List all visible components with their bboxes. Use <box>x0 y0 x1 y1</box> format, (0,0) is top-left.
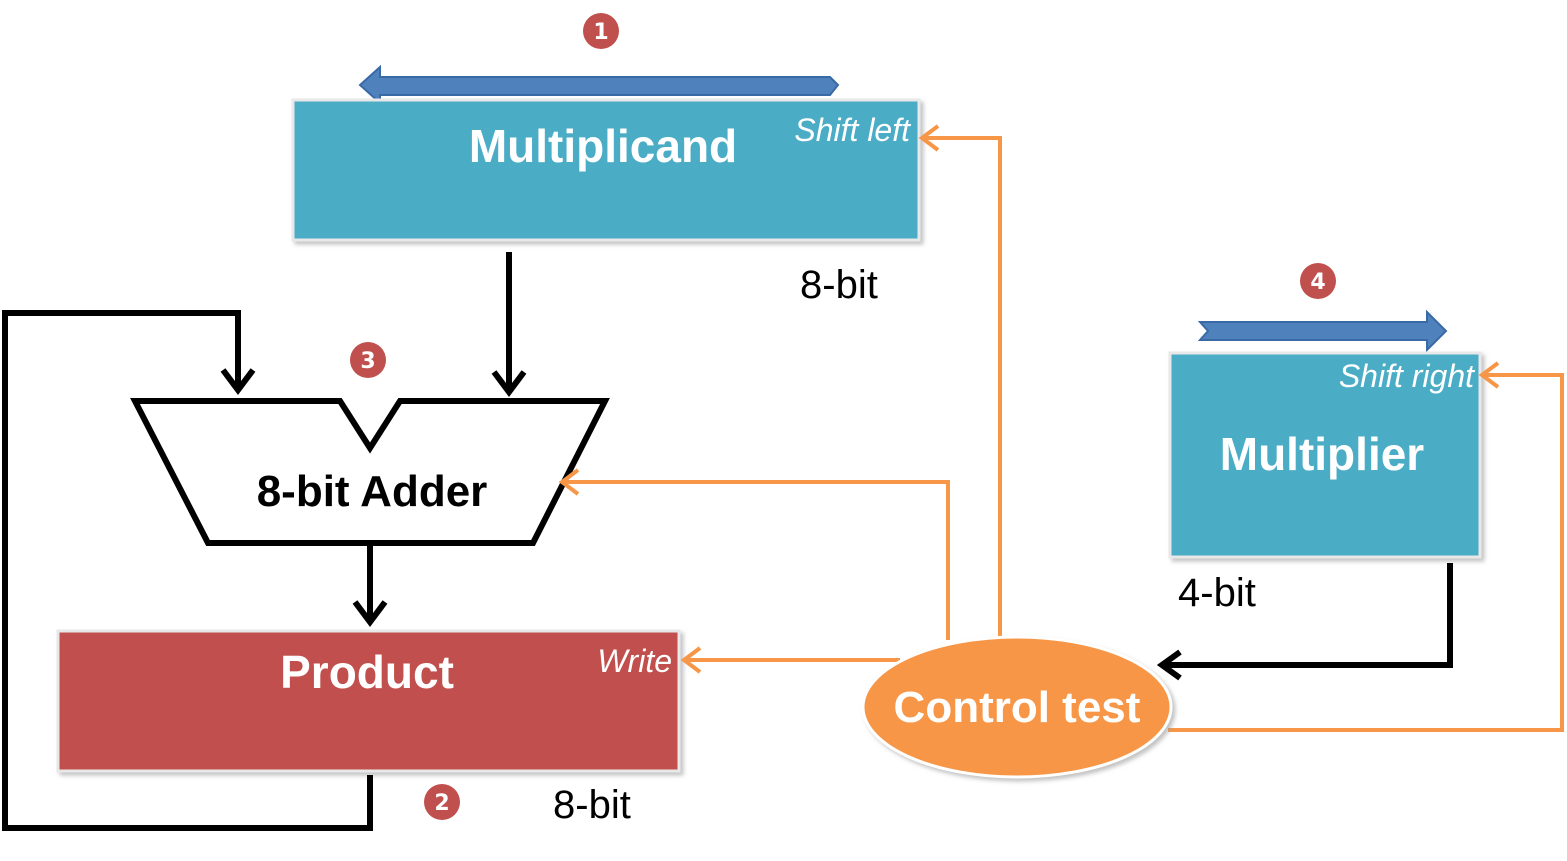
step-badge-1: 1 <box>583 13 619 49</box>
multiplier-label: Multiplier <box>1220 428 1425 480</box>
control-to-multiplier-arrowhead <box>1478 361 1500 389</box>
adder-shape <box>130 398 610 546</box>
multiplicand-label: Multiplicand <box>469 120 737 172</box>
step-badge-2: 2 <box>424 784 460 820</box>
wire-multiplier-to-control <box>1162 563 1453 668</box>
svg-text:1: 1 <box>593 20 608 45</box>
wire-adder-to-product-arrowhead <box>352 600 388 627</box>
control-to-product-arrowhead <box>680 646 702 674</box>
product-register <box>56 629 681 773</box>
adder-label: 8-bit Adder <box>257 467 488 516</box>
svg-text:2: 2 <box>434 791 449 816</box>
shift-right-arrow <box>1197 309 1448 353</box>
wire-feedback-arrowhead <box>220 368 256 395</box>
wire-product-feedback-loop <box>2 310 373 831</box>
step-badge-3: 3 <box>350 342 386 378</box>
control-wires <box>558 124 1564 732</box>
svg-text:4: 4 <box>1310 270 1325 295</box>
control-test-label: Control test <box>894 683 1141 732</box>
multiplier-shift-right-label: Shift right <box>1339 358 1475 394</box>
shift-left-arrow <box>358 64 840 106</box>
svg-text:3: 3 <box>360 349 375 374</box>
multiplicand-register <box>291 98 921 242</box>
multiplier-width-label: 4-bit <box>1178 571 1256 615</box>
product-width-label: 8-bit <box>553 783 631 827</box>
black-wires <box>2 252 1453 831</box>
control-to-adder <box>562 480 950 640</box>
control-to-multiplicand-arrowhead <box>918 124 940 152</box>
control-to-adder-arrowhead <box>558 468 580 496</box>
product-write-label: Write <box>597 643 672 679</box>
control-to-multiplicand <box>922 136 1002 640</box>
wire-multiplicand-arrowhead <box>491 370 527 397</box>
multiplicand-shift-left-label: Shift left <box>794 112 911 148</box>
multiplier-register <box>1168 351 1482 559</box>
control-to-multiplier <box>1168 373 1564 732</box>
product-label: Product <box>280 646 454 698</box>
wire-multiplier-arrowhead <box>1156 649 1182 681</box>
multiplicand-width-label: 8-bit <box>800 263 878 307</box>
step-badge-4: 4 <box>1300 263 1336 299</box>
control-test-ellipse <box>861 635 1173 779</box>
